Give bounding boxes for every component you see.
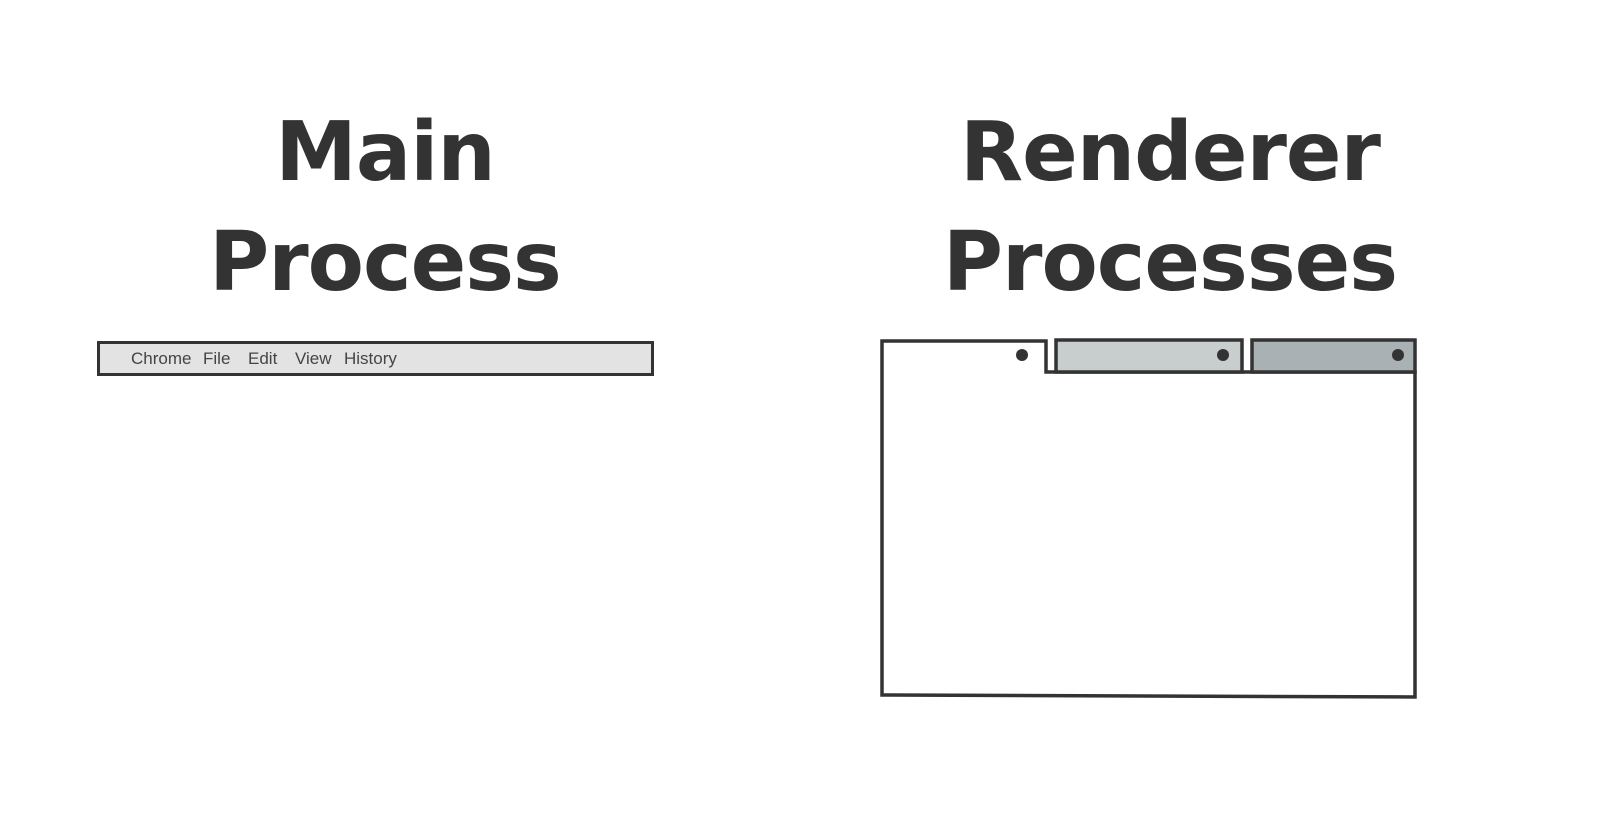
app-menu-bar: Chrome File Edit View History bbox=[97, 341, 654, 376]
main-process-heading-line2: Process bbox=[209, 215, 562, 310]
menu-item-edit[interactable]: Edit bbox=[248, 349, 278, 368]
browser-window-frame bbox=[880, 339, 1417, 699]
tab-1-close-icon[interactable] bbox=[1016, 349, 1028, 361]
menu-item-file[interactable]: File bbox=[203, 349, 231, 368]
main-process-heading-line1: Main bbox=[275, 105, 495, 200]
browser-window-diagram bbox=[880, 338, 1417, 699]
tab-2-close-icon[interactable] bbox=[1217, 349, 1229, 361]
browser-tab-3[interactable] bbox=[1250, 338, 1417, 374]
menu-item-view[interactable]: View bbox=[295, 349, 332, 368]
tab-3-close-icon[interactable] bbox=[1392, 349, 1404, 361]
renderer-processes-heading: Renderer Processes bbox=[920, 98, 1420, 318]
renderer-processes-heading-line2: Processes bbox=[942, 215, 1398, 310]
renderer-processes-heading-line1: Renderer bbox=[960, 105, 1381, 200]
menu-item-history[interactable]: History bbox=[344, 349, 397, 368]
menu-item-chrome[interactable]: Chrome bbox=[131, 349, 192, 368]
browser-tab-2[interactable] bbox=[1054, 338, 1244, 374]
main-process-heading: Main Process bbox=[185, 98, 585, 318]
